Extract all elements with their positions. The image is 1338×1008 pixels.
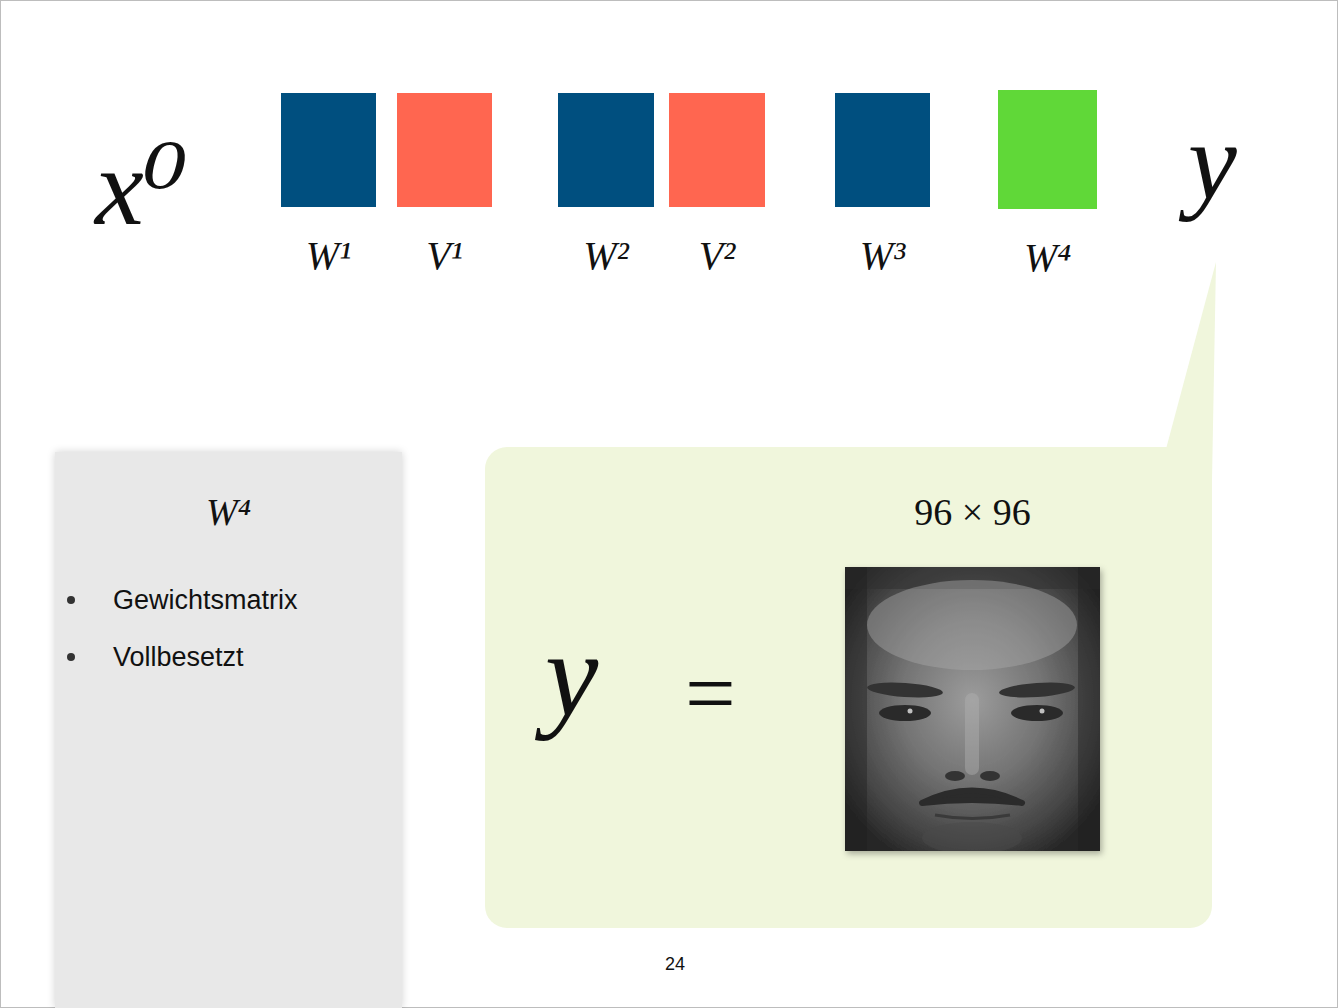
output-symbol: y: [545, 603, 598, 747]
text-slot: V²: [669, 232, 765, 280]
matrix-swatch: [998, 90, 1097, 209]
output-callout: 96 × 96 y =: [485, 447, 1212, 928]
text-slot: V¹: [397, 232, 492, 280]
text-slot: W³: [835, 232, 930, 280]
page-number: 24: [665, 954, 685, 976]
text-slot: Vollbesetzt: [113, 641, 393, 673]
matrix-swatch: [397, 93, 492, 207]
bullet-dot: [67, 653, 75, 661]
weight-matrix-block: W¹: [281, 93, 376, 287]
matrix-label: V²: [699, 232, 735, 280]
text-slot: x⁰: [95, 121, 255, 253]
text-slot: 24: [640, 954, 710, 976]
weight-matrix-block: W³: [835, 93, 930, 287]
v-matrix-block: V¹: [397, 93, 492, 287]
matrix-label: W²: [583, 232, 628, 280]
info-panel: W⁴ GewichtsmatrixVollbesetzt: [55, 452, 402, 1008]
output-matrix-block: W⁴: [998, 90, 1097, 289]
matrix-label: W⁴: [1024, 234, 1071, 282]
v-matrix-block: V²: [669, 93, 765, 287]
matrix-swatch: [835, 93, 930, 207]
output-symbol: y: [1188, 96, 1237, 228]
text-slot: =: [685, 640, 775, 748]
matrix-swatch: [669, 93, 765, 207]
bullet-item: Gewichtsmatrix: [113, 584, 298, 616]
dimension-label: 96 × 96: [914, 490, 1030, 536]
face-image: [845, 567, 1100, 851]
matrix-swatch: [281, 93, 376, 207]
matrix-label: W¹: [306, 232, 351, 280]
bullet-dot: [67, 596, 75, 604]
text-slot: W¹: [281, 232, 376, 280]
bullet-item: Vollbesetzt: [113, 641, 244, 673]
weight-matrix-block: W²: [558, 93, 654, 287]
face-features: [845, 567, 1100, 851]
text-slot: y: [545, 603, 655, 747]
equals-sign: =: [685, 640, 736, 748]
panel-heading: W⁴: [206, 490, 251, 536]
text-slot: Gewichtsmatrix: [113, 584, 393, 616]
input-symbol: x⁰: [95, 121, 188, 253]
text-slot: W⁴: [998, 234, 1097, 282]
text-slot: 96 × 96: [845, 490, 1100, 536]
matrix-swatch: [558, 93, 654, 207]
callout-shape: [485, 262, 1216, 928]
text-slot: y: [1188, 96, 1288, 228]
text-slot: W²: [558, 232, 654, 280]
matrix-label: V¹: [426, 232, 462, 280]
matrix-label: W³: [860, 232, 905, 280]
text-slot: W⁴: [55, 490, 402, 536]
